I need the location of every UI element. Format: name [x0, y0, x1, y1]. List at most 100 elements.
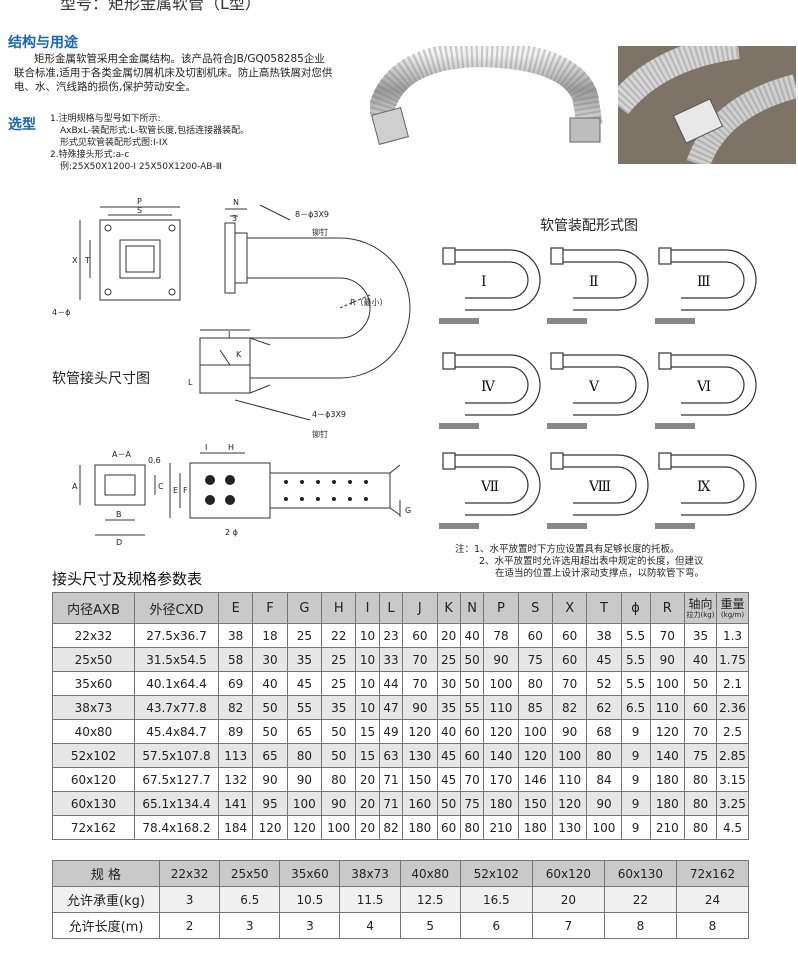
capacity-cell: 6 [459, 912, 533, 939]
table-cell: 210 [483, 815, 519, 840]
dim-H: H [228, 443, 234, 452]
table-cell: 15 [355, 719, 380, 744]
table-cell: 72x162 [52, 815, 135, 840]
capacity-row-label: 允许长度(m) [52, 912, 160, 939]
table-cell: 40 [459, 623, 485, 648]
table-cell: 43.7x77.8 [134, 695, 219, 720]
note-line: 2、水平放置时允许选用超出表中规定的长度，但建议 [479, 556, 704, 567]
table-cell: 30 [252, 647, 288, 672]
rivet-spec-top: 8－ϕ3X9 [295, 210, 329, 219]
table-cell: 50 [684, 671, 717, 696]
table-cell: 47 [378, 695, 404, 720]
table-cell: 1.3 [716, 623, 749, 648]
table-cell: 38 [217, 623, 254, 648]
selection-line: 形式见软管装配形式图:I-IX [60, 138, 168, 148]
table-cell: 89 [217, 719, 254, 744]
table-cell: 30 [436, 671, 461, 696]
table-cell: 80 [286, 743, 323, 768]
joint-dimension-drawing: P S X T N 3 8－ϕ3X9 铆钉 4－ϕ R（最小） J K L 4－… [52, 197, 411, 547]
selection-text: 1.注明规格与型号如下所示: AxBxL-装配形式:L-软管长度,包括连接器装配… [50, 113, 249, 173]
table-cell: 20 [355, 815, 380, 840]
table-cell: 120 [517, 743, 553, 768]
table-cell: 120 [649, 719, 686, 744]
table-cell: 180 [402, 815, 438, 840]
table-cell: 50 [436, 791, 461, 816]
dim-L: L [188, 378, 193, 387]
table-cell: 31.5x54.5 [134, 647, 219, 672]
table-cell: 27.5x36.7 [134, 623, 219, 648]
table-cell: 5.5 [620, 647, 651, 672]
table-cell: 5.5 [620, 623, 651, 648]
table-header-row: 内径AXB 外径CXD E F G H I L J K N P S X T ϕ … [52, 592, 749, 624]
table-cell: 38x73 [52, 695, 135, 720]
table-cell: 90 [321, 791, 357, 816]
table-cell: 2.36 [716, 695, 749, 720]
assembly-form-1: Ⅰ [481, 274, 487, 290]
weight-label: 重量 [720, 596, 745, 611]
table-cell: 23 [378, 623, 404, 648]
table-cell: 50 [459, 647, 485, 672]
table-cell: 40 [436, 719, 461, 744]
table-cell: 60 [436, 815, 461, 840]
capacity-cell: 10.5 [279, 886, 341, 913]
table-cell: 22x32 [52, 623, 135, 648]
table-cell: 170 [483, 767, 519, 792]
table-cell: 82 [217, 695, 254, 720]
capacity-cell: 35x60 [279, 860, 341, 887]
table-cell: 2.85 [716, 743, 749, 768]
table-cell: 78.4x168.2 [134, 815, 219, 840]
table-cell: 90 [586, 791, 622, 816]
table-cell: 6.5 [620, 695, 651, 720]
table-cell: 180 [649, 791, 686, 816]
capacity-cell: 24 [675, 886, 750, 913]
col-header: S [517, 592, 553, 624]
table-cell: 210 [649, 815, 686, 840]
table-cell: 35 [684, 623, 717, 648]
capacity-cell: 3 [158, 886, 221, 913]
table-cell: 25x50 [52, 647, 135, 672]
table-cell: 60 [551, 623, 588, 648]
rivet-label-bottom: 铆钉 [312, 429, 328, 439]
assembly-form-7: Ⅶ [480, 479, 499, 495]
assembly-forms-drawing: Ⅰ Ⅱ Ⅲ Ⅳ Ⅴ Ⅵ Ⅶ Ⅷ Ⅸ [439, 247, 757, 529]
table-cell: 35 [321, 695, 357, 720]
table-cell: 70 [459, 767, 485, 792]
dim-A: A [72, 482, 78, 491]
table-cell: 100 [551, 743, 588, 768]
table-cell: 65 [252, 743, 288, 768]
table-cell: 45 [436, 767, 461, 792]
col-header: I [355, 592, 380, 624]
col-header: F [252, 592, 288, 624]
table-cell: 95 [252, 791, 288, 816]
table-cell: 60x120 [52, 767, 135, 792]
capacity-cell: 8 [603, 912, 677, 939]
table-cell: 75 [459, 791, 485, 816]
table-cell: 90 [483, 647, 519, 672]
table-cell: 80 [684, 791, 717, 816]
capacity-cell: 16.5 [459, 886, 533, 913]
table-cell: 130 [402, 743, 438, 768]
table-cell: 35 [286, 647, 323, 672]
table-cell: 110 [551, 767, 588, 792]
table-cell: 60x130 [52, 791, 135, 816]
table-cell: 9 [620, 743, 651, 768]
table-cell: 44 [378, 671, 404, 696]
table-cell: 70 [402, 671, 438, 696]
table-cell: 45 [436, 743, 461, 768]
table-cell: 70 [402, 647, 438, 672]
radius-label: R（最小） [350, 298, 388, 307]
col-header: H [321, 592, 357, 624]
table-cell: 180 [649, 767, 686, 792]
col-header: P [483, 592, 519, 624]
col-header: E [217, 592, 254, 624]
col-header: T [586, 592, 622, 624]
table-cell: 146 [517, 767, 553, 792]
table-cell: 60 [459, 719, 485, 744]
table-cell: 70 [684, 719, 717, 744]
table-cell: 120 [252, 815, 288, 840]
table-cell: 45 [286, 671, 323, 696]
table-cell: 132 [217, 767, 254, 792]
